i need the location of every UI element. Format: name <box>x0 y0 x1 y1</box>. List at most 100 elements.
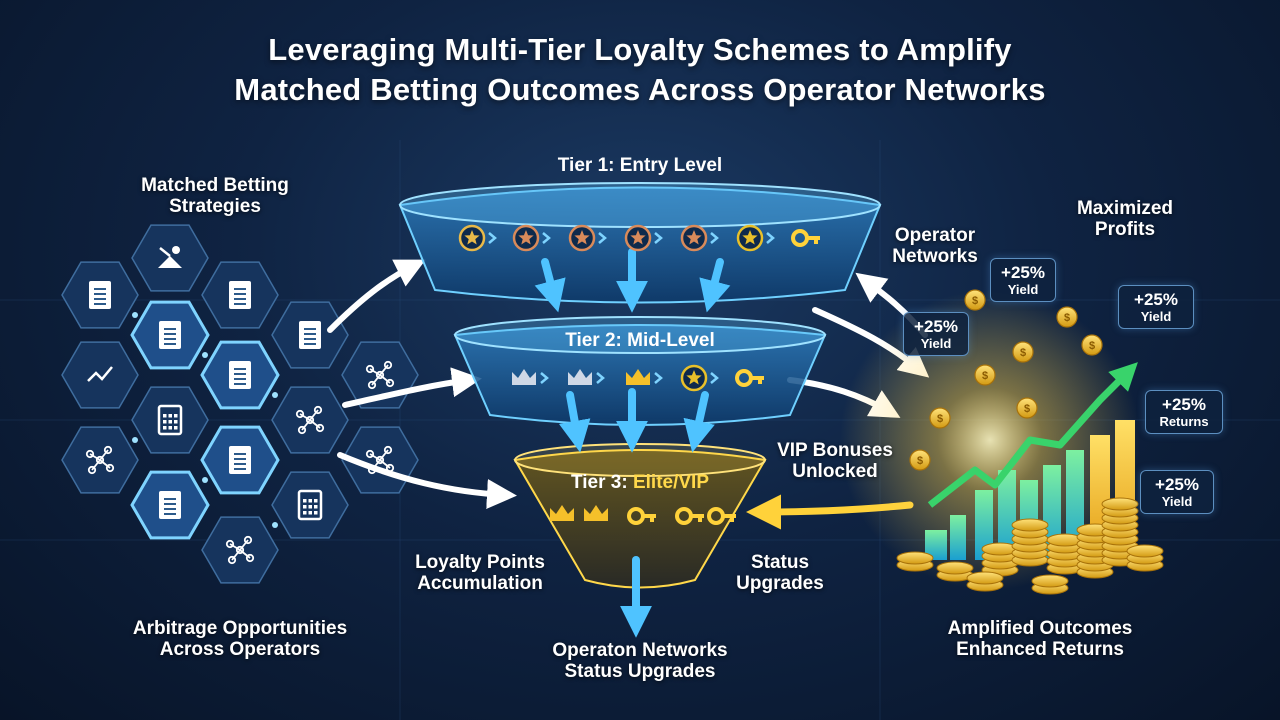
coin-stack <box>936 561 974 582</box>
dollar-coin-icon: $ <box>909 449 931 471</box>
hexagon-shape <box>61 341 139 409</box>
yield-badge-1: +25% Yield <box>990 258 1056 303</box>
page-title: Leveraging Multi-Tier Loyalty Schemes to… <box>40 30 1240 111</box>
star-badge-icon <box>680 364 708 392</box>
dollar-coin-icon: $ <box>1012 341 1034 363</box>
calculator-icon <box>157 404 183 436</box>
star-badge-icon <box>512 224 540 252</box>
coin-stack <box>966 571 1004 592</box>
funnel-down-arrows <box>534 248 731 638</box>
hex-cell <box>61 341 139 409</box>
funnel-tier-2 <box>453 316 827 426</box>
key-icon <box>675 507 704 525</box>
dollar-coin-icon: $ <box>1056 306 1078 328</box>
hex-cell <box>130 470 210 540</box>
network-icon <box>365 360 395 390</box>
flow-arrows-left <box>327 259 517 509</box>
key-icon <box>707 507 736 525</box>
coin-stack <box>1126 544 1164 572</box>
loyalty-points-label: Loyalty Points Accumulation <box>415 552 545 595</box>
trend-icon <box>87 366 113 382</box>
growth-bar <box>950 515 966 560</box>
returns-badge: +25% Returns <box>1145 390 1223 435</box>
hex-cell <box>200 340 280 410</box>
vip-bonuses-label: VIP Bonuses Unlocked <box>777 440 893 483</box>
document-icon <box>159 321 181 349</box>
node-dot <box>132 437 138 443</box>
svg-text:$: $ <box>972 295 978 307</box>
hex-cell <box>201 516 279 584</box>
node-dot <box>272 392 278 398</box>
tier3-badge-chain <box>550 505 736 525</box>
hex-cell <box>271 386 349 454</box>
dollar-coin-icon: $ <box>1016 397 1038 419</box>
coin-stack <box>1031 574 1069 595</box>
crown-icon <box>550 505 574 521</box>
svg-text:$: $ <box>1064 312 1070 324</box>
hex-cell <box>131 386 209 454</box>
star-badge-icon <box>680 224 708 252</box>
tier2-badge-chain <box>512 364 764 392</box>
crown-icon <box>584 505 608 521</box>
floating-coins: $$$$$$$$ <box>909 289 1103 471</box>
strategies-label: Matched Betting Strategies <box>141 175 289 218</box>
node-dot <box>202 477 208 483</box>
hex-cell <box>271 471 349 539</box>
calculator-icon <box>297 489 323 521</box>
hex-cell <box>61 426 139 494</box>
dollar-coin-icon: $ <box>1081 334 1103 356</box>
hex-cell <box>131 224 209 292</box>
document-icon <box>229 361 251 389</box>
document-icon <box>89 281 111 309</box>
document-icon <box>299 321 321 349</box>
coin-stack <box>1046 533 1084 575</box>
star-badge-icon <box>736 224 764 252</box>
hex-cell <box>200 425 280 495</box>
scale-icon <box>158 246 182 268</box>
key-icon <box>791 229 820 247</box>
funnel-bottom-label: Operaton Networks Status Upgrades <box>552 640 728 683</box>
tier-1-label: Tier 1: Entry Level <box>557 155 723 176</box>
network-icon <box>225 535 255 565</box>
growth-trend-line <box>927 362 1138 508</box>
maximized-profits-label: Maximized Profits <box>1076 198 1174 241</box>
crown-icon <box>512 369 536 385</box>
svg-text:$: $ <box>1020 347 1026 359</box>
coin-stacks <box>896 497 1164 595</box>
svg-text:$: $ <box>1089 340 1095 352</box>
crown-icon <box>568 369 592 385</box>
title-line-2: Matched Betting Outcomes Across Operator… <box>234 72 1046 108</box>
network-icon <box>85 445 115 475</box>
node-dot <box>132 312 138 318</box>
coin-stack <box>1101 497 1139 567</box>
svg-text:$: $ <box>917 455 923 467</box>
document-icon <box>159 491 181 519</box>
title-line-1: Leveraging Multi-Tier Loyalty Schemes to… <box>268 32 1012 67</box>
dollar-coin-icon: $ <box>964 289 986 311</box>
hex-cell <box>201 261 279 329</box>
profit-glow <box>840 290 1140 590</box>
coin-stack <box>1011 518 1049 567</box>
tier1-badge-chain <box>458 224 820 252</box>
coin-stack <box>896 551 934 572</box>
star-badge-icon <box>624 224 652 252</box>
arbitrage-label: Arbitrage Opportunities Across Operators <box>132 618 348 661</box>
operator-networks-label: Operator Networks <box>892 225 978 268</box>
tier-3-label: Tier 3: Elite/VIP <box>571 472 709 493</box>
growth-bar <box>925 530 947 560</box>
svg-text:$: $ <box>1024 403 1030 415</box>
yield-badge-2: +25% Yield <box>903 312 969 357</box>
document-icon <box>229 281 251 309</box>
document-icon <box>229 446 251 474</box>
growth-bar <box>998 470 1016 560</box>
crown-icon <box>626 369 650 385</box>
yield-badge-3: +25% Yield <box>1118 285 1194 330</box>
network-icon <box>295 405 325 435</box>
status-upgrades-label: Status Upgrades <box>736 552 824 595</box>
star-badge-icon <box>458 224 486 252</box>
hex-cell <box>130 300 210 370</box>
key-icon <box>735 369 764 387</box>
svg-text:$: $ <box>982 370 988 382</box>
